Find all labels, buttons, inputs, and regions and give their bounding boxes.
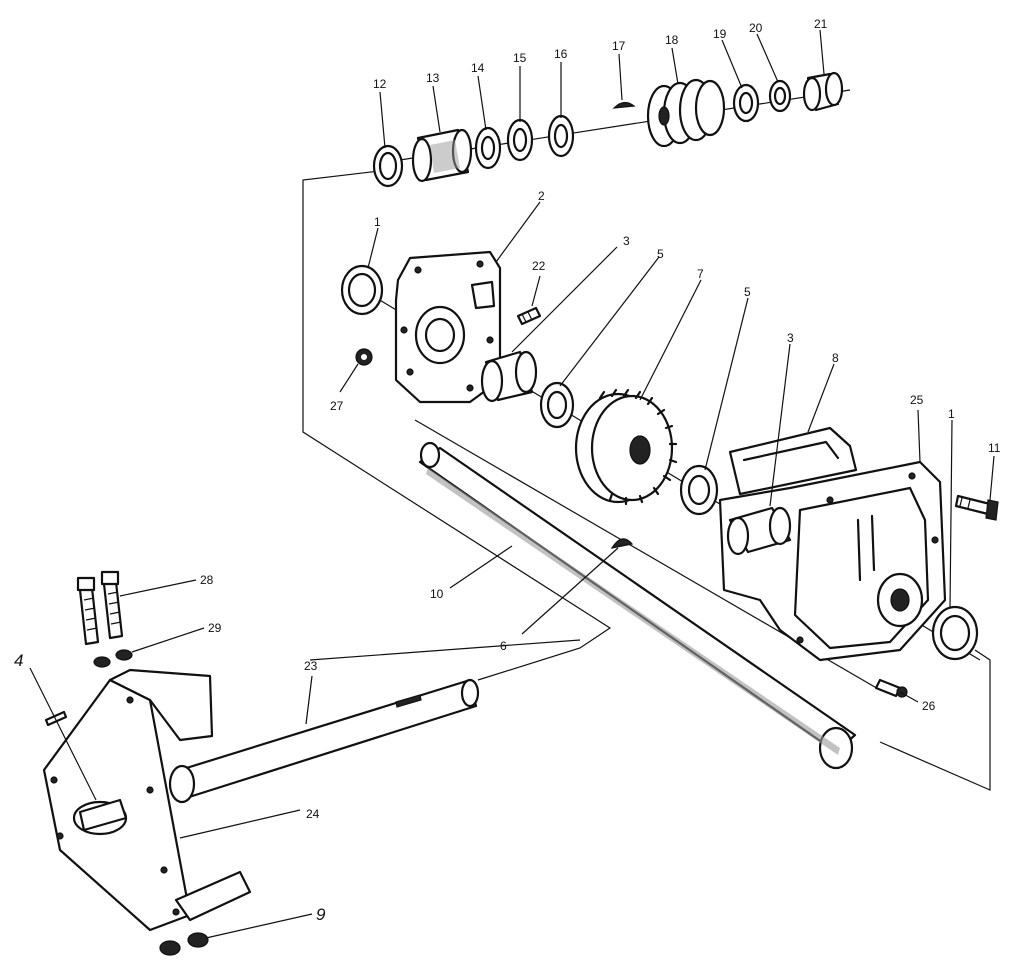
- bolt-11: [954, 494, 999, 521]
- washer-5-right: [679, 464, 719, 516]
- screw-26: [874, 678, 908, 698]
- callout-3-left: 3: [623, 234, 630, 248]
- bearing-3-left: [480, 350, 538, 403]
- callout-9: 9: [316, 905, 326, 924]
- callout-22: 22: [532, 259, 546, 273]
- leader-lines: [29, 29, 995, 939]
- callout-13: 13: [426, 71, 440, 85]
- callout-10: 10: [430, 587, 444, 601]
- callout-18: 18: [665, 33, 679, 47]
- gear-7: [574, 388, 678, 506]
- bearing-13: [411, 128, 473, 183]
- auger-shaft-10: [418, 441, 857, 770]
- callout-3-right: 3: [787, 331, 794, 345]
- gasket-8: [728, 426, 858, 496]
- callout-25: 25: [910, 393, 924, 407]
- callout-1-right: 1: [948, 407, 955, 421]
- callout-2: 2: [538, 189, 545, 203]
- seal-1-left: [340, 264, 384, 316]
- callout-29: 29: [208, 621, 222, 635]
- callout-8: 8: [832, 351, 839, 365]
- callout-26: 26: [922, 699, 936, 713]
- callout-labels: 12 13 14 15 16 17 18 19 20 21 2 1 3 5 22…: [14, 17, 1001, 924]
- callout-5-left: 5: [657, 247, 664, 261]
- drive-shaft-23: [168, 678, 480, 804]
- callout-16: 16: [554, 47, 568, 61]
- nut-27: [355, 348, 373, 366]
- callout-28: 28: [200, 573, 214, 587]
- washer-5-left: [539, 381, 575, 429]
- callout-27: 27: [330, 399, 344, 413]
- washer-20: [768, 79, 792, 113]
- washer-16: [547, 114, 575, 158]
- seal-1-right: [931, 605, 979, 661]
- bearing-3-right: [726, 506, 792, 556]
- key-17: [612, 101, 636, 109]
- washer-19: [732, 83, 760, 123]
- callout-21: 21: [814, 17, 828, 31]
- key-6: [610, 538, 634, 549]
- callout-12: 12: [373, 77, 387, 91]
- washer-15: [506, 118, 534, 162]
- callout-19: 19: [713, 27, 727, 41]
- set-screw-22: [516, 306, 542, 326]
- callout-5-right: 5: [744, 285, 751, 299]
- nuts-9: [159, 932, 209, 956]
- callout-7: 7: [697, 267, 704, 281]
- callout-24: 24: [306, 807, 320, 821]
- callout-17: 17: [612, 39, 626, 53]
- callout-15: 15: [513, 51, 527, 65]
- washer-14: [474, 126, 502, 170]
- pin-4: [44, 710, 68, 727]
- bracket-24: [42, 668, 252, 932]
- callout-11: 11: [988, 441, 1001, 455]
- bolts-28: [76, 570, 124, 646]
- callout-14: 14: [471, 61, 485, 75]
- callout-6: 6: [500, 639, 507, 653]
- callout-23: 23: [304, 659, 318, 673]
- callout-1-left: 1: [374, 215, 381, 229]
- callout-4: 4: [14, 651, 23, 670]
- washer-12: [372, 144, 404, 188]
- washers-29: [93, 649, 133, 668]
- pulley-18: [646, 78, 726, 148]
- bearing-21: [802, 71, 844, 112]
- callout-20: 20: [749, 21, 763, 35]
